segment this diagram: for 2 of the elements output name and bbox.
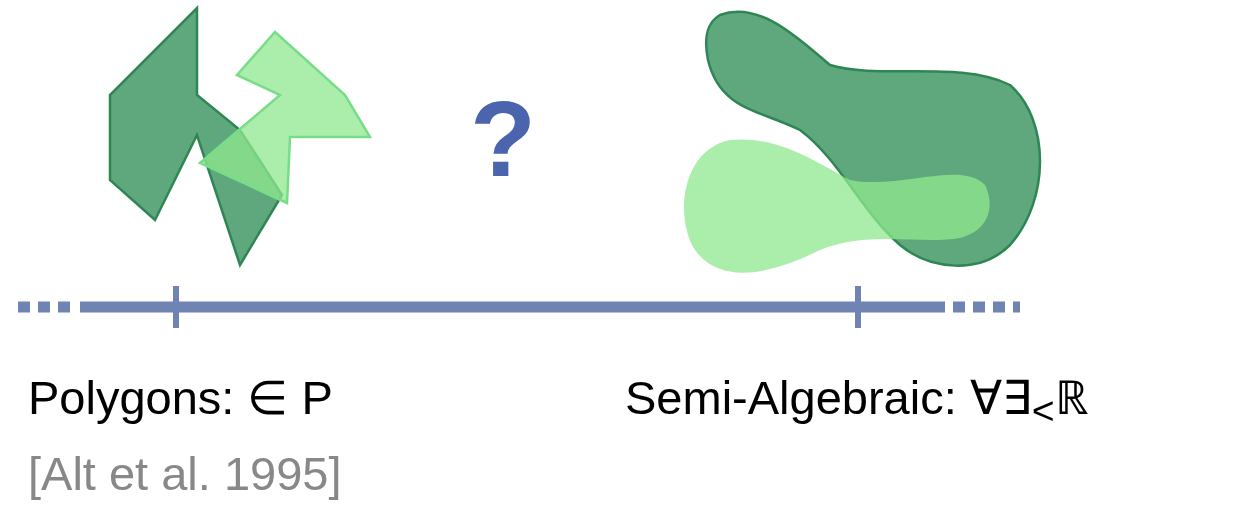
question-mark: ? (470, 85, 536, 193)
class-label: Semi-Algebraic: ∀∃$_{<}$ℝ (625, 374, 1089, 431)
